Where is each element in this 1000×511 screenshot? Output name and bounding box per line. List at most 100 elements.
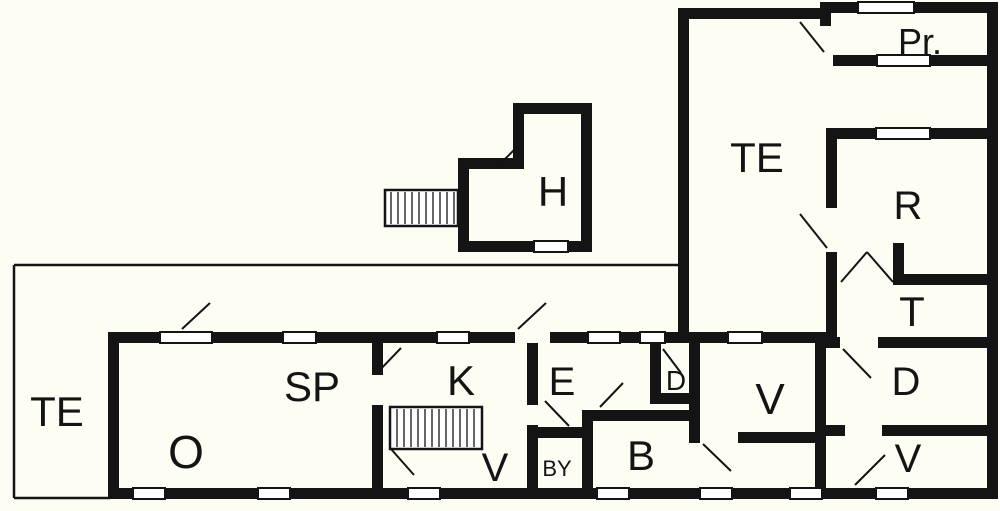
wall xyxy=(893,274,998,285)
window xyxy=(587,331,621,344)
room-label-v-below-k: V xyxy=(482,446,509,490)
wall xyxy=(826,252,837,348)
window xyxy=(875,127,931,140)
door-swings xyxy=(181,21,894,486)
walls-right-wing xyxy=(678,2,998,499)
door-swing xyxy=(799,21,825,53)
wall xyxy=(678,8,689,343)
wall xyxy=(732,488,790,499)
window xyxy=(875,487,909,500)
wall xyxy=(527,343,538,405)
wall xyxy=(290,488,408,499)
stairs-hatch xyxy=(396,409,475,447)
walls-main-wing xyxy=(108,332,998,499)
wall xyxy=(165,488,258,499)
window xyxy=(727,331,763,344)
window xyxy=(639,331,666,344)
room-label-t: T xyxy=(899,288,925,335)
wall xyxy=(762,332,815,343)
wall xyxy=(650,393,700,404)
wall xyxy=(678,8,828,19)
room-label-e: E xyxy=(549,360,576,404)
room-label-te-upper: TE xyxy=(730,134,784,181)
window xyxy=(436,331,470,344)
wall xyxy=(820,2,831,26)
wall xyxy=(108,332,119,499)
wall xyxy=(212,332,283,343)
wall xyxy=(582,410,700,421)
door-swing xyxy=(599,382,624,408)
room-label-te-left: TE xyxy=(30,388,84,435)
windows xyxy=(132,1,931,500)
wall xyxy=(689,432,700,443)
wall xyxy=(689,332,700,443)
door-swing xyxy=(181,302,211,330)
wall xyxy=(469,332,515,343)
wall xyxy=(878,337,998,348)
window xyxy=(857,1,915,14)
room-label-r: R xyxy=(894,184,923,228)
room-labels: Pr. TE H R T D V V D TE O SP K E B BY V xyxy=(30,21,942,490)
window xyxy=(533,240,569,253)
wall xyxy=(316,332,437,343)
room-label-b: B xyxy=(627,432,655,479)
window xyxy=(159,331,213,344)
room-label-h: H xyxy=(538,168,568,215)
wall xyxy=(822,488,876,499)
wall xyxy=(440,488,597,499)
wall xyxy=(826,128,837,208)
window xyxy=(407,487,441,500)
door-swing xyxy=(662,348,682,374)
door-swing xyxy=(854,454,886,486)
room-label-d-right: D xyxy=(892,360,921,404)
wall xyxy=(108,488,133,499)
stairs xyxy=(383,188,460,228)
room-label-d-small: D xyxy=(666,365,686,396)
room-label-sp: SP xyxy=(284,363,340,410)
door-swing xyxy=(390,448,415,476)
wall xyxy=(527,425,538,499)
terrace-outline xyxy=(12,263,678,500)
wall xyxy=(550,332,588,343)
wall xyxy=(815,332,826,443)
wall xyxy=(738,432,815,443)
wall xyxy=(815,425,845,436)
wall xyxy=(629,488,700,499)
wall xyxy=(826,337,840,348)
wall xyxy=(987,2,998,499)
wall xyxy=(820,2,858,13)
wall xyxy=(908,488,998,499)
wall xyxy=(650,343,661,404)
wall xyxy=(882,425,998,436)
door-swing xyxy=(497,141,523,167)
h-building-walls xyxy=(458,103,592,252)
stairs-h-building xyxy=(383,188,460,228)
door-swing xyxy=(840,251,868,283)
room-label-o: O xyxy=(168,426,204,478)
wall xyxy=(893,243,904,285)
wall xyxy=(527,427,593,438)
door-swing xyxy=(799,213,828,249)
room-label-k: K xyxy=(447,357,475,404)
stairs-main xyxy=(388,405,484,451)
wall xyxy=(620,332,640,343)
room-label-v-bottom-right: V xyxy=(895,437,922,481)
wall xyxy=(930,128,998,139)
door-swing xyxy=(842,348,872,379)
wall xyxy=(815,425,826,499)
wall xyxy=(372,405,383,499)
room-label-pr: Pr. xyxy=(898,21,942,62)
wall xyxy=(582,410,593,499)
window xyxy=(596,487,630,500)
wall xyxy=(689,332,728,343)
room-label-v-middle: V xyxy=(755,375,785,424)
door-swing xyxy=(375,347,402,375)
window xyxy=(257,487,291,500)
wall xyxy=(914,2,998,13)
door-swing xyxy=(544,400,570,427)
wall xyxy=(930,55,998,66)
door-swing xyxy=(702,443,732,472)
wall xyxy=(665,332,689,343)
wall xyxy=(372,343,383,375)
